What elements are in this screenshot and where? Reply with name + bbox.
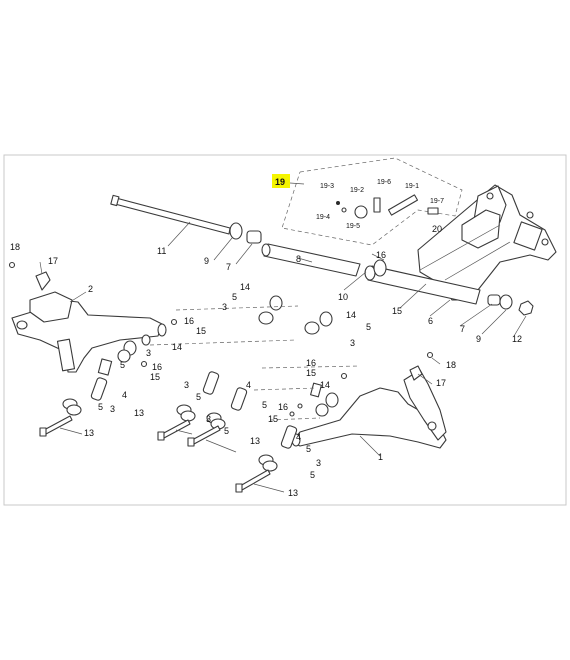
assembly-guides (149, 305, 361, 421)
a-arm-1 (291, 369, 447, 449)
label-13-c: 13 (250, 436, 260, 446)
pins (140, 318, 348, 417)
label-5-c3: 5 (262, 400, 267, 410)
label-19-1: 19-1 (405, 183, 419, 190)
bolts-13 (39, 415, 271, 493)
bushing-7-right (487, 294, 501, 306)
bracket-17-right (409, 365, 423, 381)
bushings-4 (90, 371, 298, 449)
label-3-left2: 3 (110, 404, 115, 414)
label-9-right: 9 (476, 334, 481, 344)
nut-12 (518, 300, 534, 316)
label-1: 1 (378, 452, 383, 462)
bushing-stack-center (97, 295, 339, 417)
label-15-tube: 15 (392, 306, 402, 316)
label-4-left: 4 (122, 390, 127, 400)
label-19-5: 19-5 (346, 223, 360, 230)
label-10: 10 (338, 292, 348, 302)
label-7-right: 7 (460, 324, 465, 334)
bolt-18-right (426, 351, 434, 359)
label-5-right2: 5 (310, 470, 315, 480)
label-16-left: 16 (184, 316, 194, 326)
label-11: 11 (157, 246, 166, 256)
leader-lines (39, 182, 527, 493)
label-4-right: 4 (296, 432, 301, 442)
label-14-left: 14 (172, 342, 182, 352)
label-5-c: 5 (196, 392, 201, 402)
label-14-mid: 14 (346, 310, 356, 320)
label-15-right: 15 (306, 368, 316, 378)
bracket-17-left (35, 271, 51, 291)
label-19-7: 19-7 (430, 198, 444, 205)
label-2: 2 (88, 284, 93, 294)
label-3-c: 3 (184, 380, 189, 390)
label-5-left: 5 (120, 360, 125, 370)
washer-9-left (229, 222, 243, 240)
label-6: 6 (428, 316, 433, 326)
label-17-right: 17 (436, 378, 446, 388)
label-15-left: 15 (196, 326, 206, 336)
label-19-3: 19-3 (320, 183, 334, 190)
label-5-top: 5 (232, 292, 237, 302)
label-16-left2: 16 (152, 362, 162, 372)
label-5-right: 5 (306, 444, 311, 454)
label-19-2: 19-2 (350, 187, 364, 194)
label-3-mid: 3 (350, 338, 355, 348)
label-13-right: 13 (288, 488, 298, 498)
diagram-frame (3, 154, 567, 506)
label-5-c2: 5 (224, 426, 229, 436)
label-14-top: 14 (240, 282, 250, 292)
label-14-right: 14 (320, 380, 330, 390)
label-13-left: 13 (84, 428, 94, 438)
label-3-top: 3 (222, 302, 227, 312)
highlight-19-box (272, 174, 290, 188)
subassembly-19-parts (336, 194, 439, 219)
label-3-c2: 3 (206, 414, 211, 424)
label-12: 12 (512, 334, 522, 344)
bushing-7-left (246, 230, 262, 244)
tube-8 (261, 243, 361, 277)
label-15-right2: 15 (268, 414, 278, 424)
label-5-left2: 5 (98, 402, 103, 412)
swing-arm-20 (417, 184, 557, 301)
bolt-18-left (8, 261, 16, 269)
tube-15 (364, 265, 481, 305)
label-19-6: 19-6 (377, 179, 391, 186)
bearing-10 (373, 259, 387, 277)
label-4-c: 4 (246, 380, 251, 390)
label-9-left: 9 (204, 256, 209, 266)
label-15-left2: 15 (150, 372, 160, 382)
label-17-left: 17 (48, 256, 58, 266)
label-20: 20 (432, 224, 442, 234)
label-3-right: 3 (316, 458, 321, 468)
label-19: 19 (275, 177, 285, 187)
label-18-right: 18 (446, 360, 456, 370)
label-19-4: 19-4 (316, 214, 330, 221)
label-3-left: 3 (146, 348, 151, 358)
label-5-mid: 5 (366, 322, 371, 332)
label-16-top: 16 (376, 250, 386, 260)
label-7-left: 7 (226, 262, 231, 272)
washer-9-right (499, 294, 513, 310)
label-16-right: 16 (306, 358, 316, 368)
label-18-left: 18 (10, 242, 20, 252)
label-16-right2: 16 (278, 402, 288, 412)
washers-lower (62, 398, 278, 472)
axle-11 (110, 194, 231, 235)
label-8: 8 (296, 254, 301, 264)
label-13-c: 13 (134, 408, 144, 418)
subassembly-19-box (281, 157, 463, 246)
a-arm-2 (11, 291, 167, 373)
